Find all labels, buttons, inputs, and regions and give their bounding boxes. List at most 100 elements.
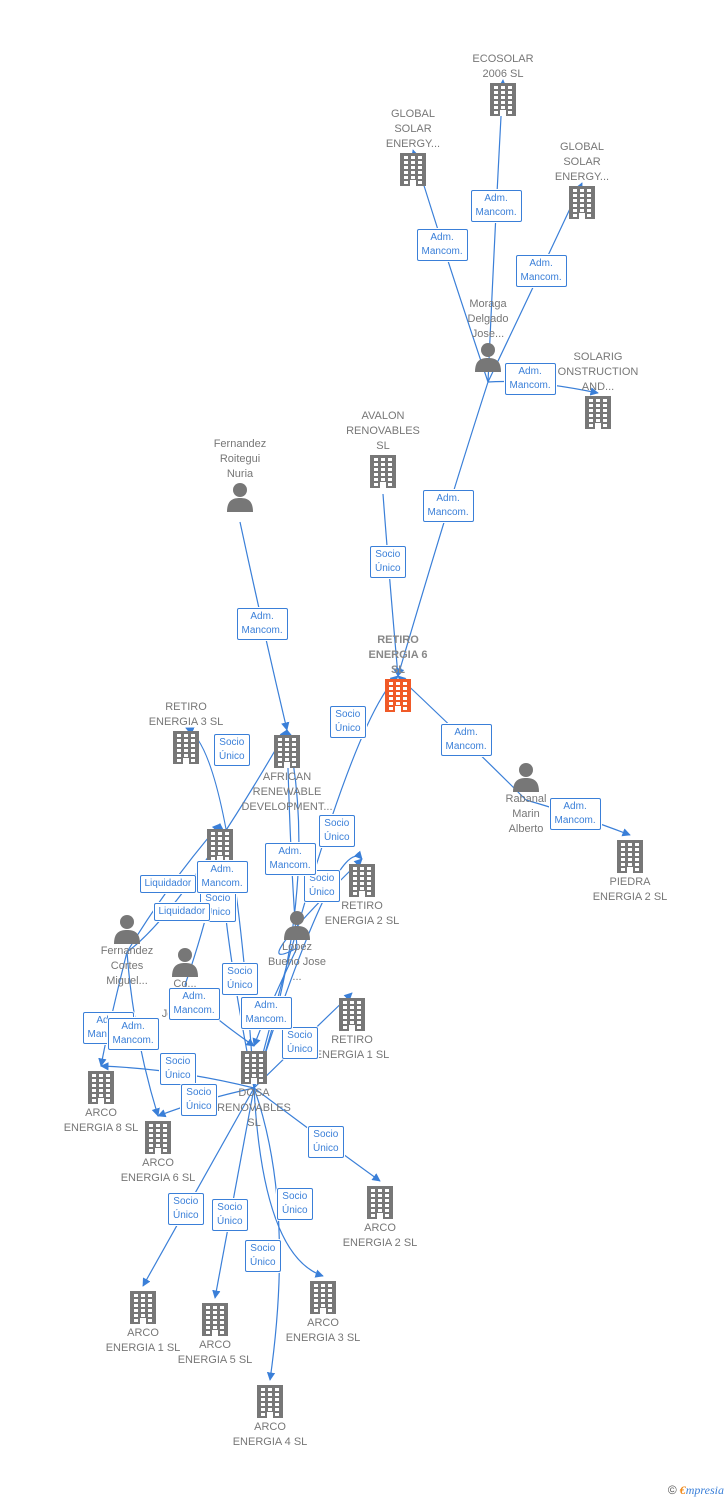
building-icon	[194, 1050, 314, 1086]
company-node-retiro2[interactable]: RETIRO ENERGIA 2 SL	[302, 863, 422, 929]
edge-label[interactable]: Adm. Mancom.	[196, 861, 248, 893]
edge-label[interactable]: Liquidador	[139, 875, 197, 893]
edge-label[interactable]: Socio Único	[222, 963, 258, 995]
node-label: DOSA RENOVABLES SL	[217, 1087, 291, 1129]
company-node-ecosolar[interactable]: ECOSOLAR 2006 SL	[443, 52, 563, 118]
company-node-global-solar-2[interactable]: GLOBAL SOLAR ENERGY...	[522, 140, 642, 221]
edge-label[interactable]: Socio Único	[245, 1240, 281, 1272]
edge-label[interactable]: Adm. Mancom.	[549, 798, 601, 830]
node-label: ARCO ENERGIA 8 SL	[63, 1107, 139, 1134]
building-icon	[292, 997, 412, 1033]
edge-label[interactable]: Adm. Mancom.	[236, 608, 288, 640]
company-node-solarig[interactable]: SOLARIG ONSTRUCTION AND...	[538, 350, 658, 431]
edge-label[interactable]: Socio Único	[212, 1199, 248, 1231]
person-icon	[237, 910, 357, 940]
edge-label[interactable]: Liquidador	[153, 903, 211, 921]
edge-dosa-to-arco3	[253, 1087, 324, 1278]
company-node-arco2[interactable]: ARCO ENERGIA 2 SL	[320, 1185, 440, 1251]
company-node-retiro3[interactable]: RETIRO ENERGIA 3 SL	[126, 700, 246, 766]
node-label: ARCO ENERGIA 2 SL	[342, 1222, 418, 1249]
company-node-arco8[interactable]: ARCO ENERGIA 8 SL	[41, 1070, 161, 1136]
edge-label[interactable]: Adm. Mancom.	[422, 490, 474, 522]
company-node-arco1[interactable]: ARCO ENERGIA 1 SL	[83, 1290, 203, 1356]
edge-label[interactable]: Socio Único	[282, 1027, 318, 1059]
edge-dosa-to-retiro6	[253, 675, 399, 1089]
edge-label[interactable]: Socio Único	[277, 1188, 313, 1220]
company-node-arco3[interactable]: ARCO ENERGIA 3 SL	[263, 1280, 383, 1346]
company-node-retiro6[interactable]: RETIRO ENERGIA 6 SL	[338, 633, 458, 714]
building-icon	[522, 185, 642, 221]
company-node-dosa[interactable]: DOSA RENOVABLES SL	[194, 1050, 314, 1131]
edge-label[interactable]: Adm. Mancom.	[240, 997, 292, 1029]
building-icon	[338, 678, 458, 714]
person-node-rabanal[interactable]: Rabanal Marin Alberto	[466, 762, 586, 837]
node-label: GLOBAL SOLAR ENERGY...	[554, 141, 610, 183]
node-label: PIEDRA ENERGIA 2 SL	[592, 876, 668, 903]
node-label: ARCO ENERGIA 3 SL	[285, 1317, 361, 1344]
person-icon	[125, 947, 245, 977]
edge-label[interactable]: Adm. Mancom.	[416, 229, 468, 261]
edge-label[interactable]: Socio Único	[214, 734, 250, 766]
person-icon	[180, 482, 300, 512]
building-icon	[160, 828, 280, 864]
person-node-lopez[interactable]: Lopez Bueno Jose ...	[237, 910, 357, 985]
company-node-avalon[interactable]: AVALON RENOVABLES SL	[323, 409, 443, 490]
edge-label[interactable]: Adm. Mancom.	[515, 255, 567, 287]
node-label: ARCO ENERGIA 6 SL	[120, 1157, 196, 1184]
edge-label[interactable]: Adm. Mancom.	[470, 190, 522, 222]
node-label: RETIRO ENERGIA 3 SL	[148, 701, 224, 728]
node-label: RETIRO ENERGIA 1 SL	[314, 1034, 390, 1061]
edge-label[interactable]: Socio Único	[330, 706, 366, 738]
building-icon	[83, 1290, 203, 1326]
node-label: Rabanal Marin Alberto	[505, 793, 547, 835]
edge-label[interactable]: Socio Único	[160, 1053, 196, 1085]
company-node-global-solar-1[interactable]: GLOBAL SOLAR ENERGY...	[353, 107, 473, 188]
brand-name: mpresia	[685, 1483, 724, 1497]
building-icon	[126, 730, 246, 766]
building-icon	[155, 1302, 275, 1338]
building-icon	[227, 734, 347, 770]
node-label: AVALON RENOVABLES SL	[346, 410, 420, 452]
company-node-retiro1[interactable]: RETIRO ENERGIA 1 SL	[292, 997, 412, 1063]
building-icon	[41, 1070, 161, 1106]
brand-logo[interactable]: ©€mpresia	[668, 1483, 724, 1498]
node-label: RETIRO ENERGIA 6 SL	[368, 634, 428, 676]
company-node-arco5[interactable]: ARCO ENERGIA 5 SL	[155, 1302, 275, 1368]
edge-label[interactable]: Socio Único	[308, 1126, 344, 1158]
edge-label[interactable]: Socio Único	[181, 1084, 217, 1116]
node-label: Lopez Bueno Jose ...	[267, 941, 327, 983]
node-label: ARCO ENERGIA 1 SL	[105, 1327, 181, 1354]
node-label: SOLARIG ONSTRUCTION AND...	[557, 351, 639, 393]
edge-label[interactable]: Socio Único	[168, 1193, 204, 1225]
edge-label[interactable]: Socio Único	[304, 870, 340, 902]
node-label: RETIRO ENERGIA 2 SL	[324, 900, 400, 927]
person-icon	[466, 762, 586, 792]
building-icon	[323, 454, 443, 490]
company-node-african[interactable]: AFRICAN RENEWABLE DEVELOPMENT...	[227, 734, 347, 815]
node-label: Moraga Delgado Jose...	[467, 298, 509, 340]
edge-label[interactable]: Adm. Mancom.	[264, 843, 316, 875]
building-icon	[353, 152, 473, 188]
building-icon	[210, 1384, 330, 1420]
edge-label[interactable]: Socio Único	[370, 546, 406, 578]
person-node-fernandez-roitegui[interactable]: Fernandez Roitegui Nuria	[180, 437, 300, 512]
edge-label[interactable]: Adm. Mancom.	[440, 724, 492, 756]
building-icon	[263, 1280, 383, 1316]
building-icon	[320, 1185, 440, 1221]
building-icon	[538, 395, 658, 431]
building-icon	[570, 839, 690, 875]
edge-label[interactable]: Adm. Mancom.	[504, 363, 556, 395]
company-node-arco6[interactable]: ARCO ENERGIA 6 SL	[98, 1120, 218, 1186]
person-icon	[67, 914, 187, 944]
company-node-piedra2[interactable]: PIEDRA ENERGIA 2 SL	[570, 839, 690, 905]
edge-label[interactable]: Socio Único	[319, 815, 355, 847]
person-node-moraga[interactable]: Moraga Delgado Jose...	[428, 297, 548, 372]
node-label: AFRICAN RENEWABLE DEVELOPMENT...	[241, 771, 333, 813]
building-icon	[302, 863, 422, 899]
edge-label[interactable]: Adm. Mancom.	[168, 988, 220, 1020]
edge-label[interactable]: Adm. Mancom.	[107, 1018, 159, 1050]
company-node-hidden-company[interactable]	[160, 828, 280, 864]
person-node-fernandez-cortes[interactable]: Fernandez Cortes Miguel...	[67, 914, 187, 989]
company-node-arco4[interactable]: ARCO ENERGIA 4 SL	[210, 1384, 330, 1450]
